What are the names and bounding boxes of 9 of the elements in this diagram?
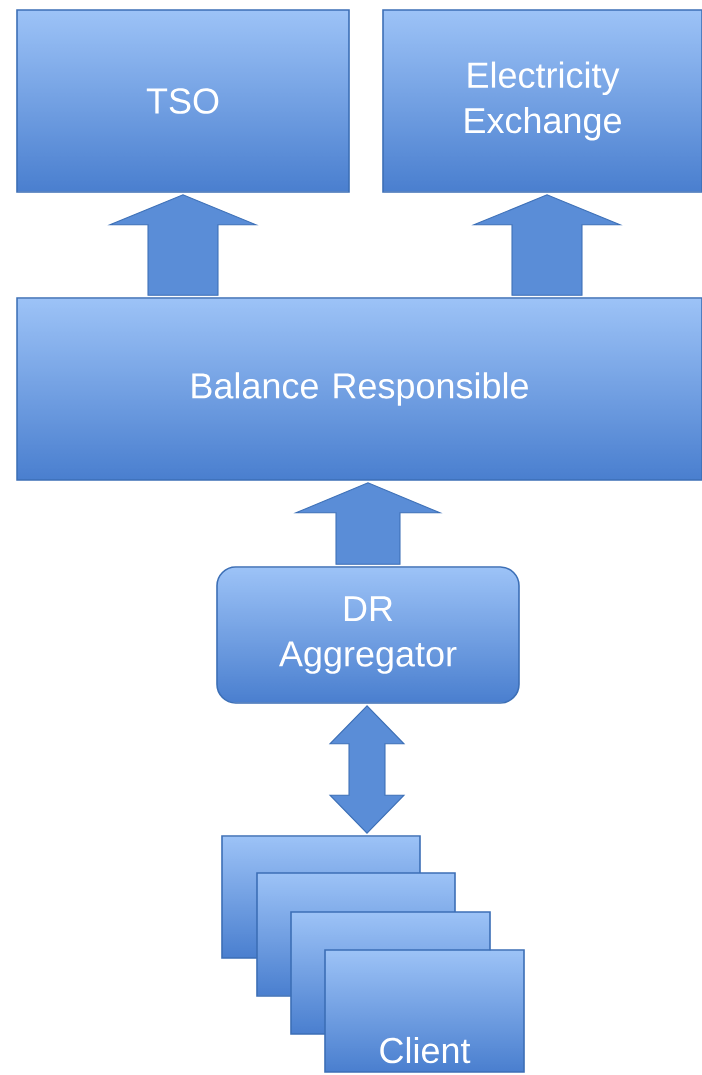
block-arrow <box>471 194 623 296</box>
block-arrow <box>328 705 406 834</box>
block-arrow <box>107 194 259 296</box>
process-box: TSO <box>16 9 350 193</box>
process-box: Balance Responsible <box>16 297 702 481</box>
client-box: Client <box>324 949 525 1073</box>
block-arrow <box>293 482 443 565</box>
rounded-box: DR Aggregator <box>216 566 520 704</box>
process-box: Electricity Exchange <box>382 9 702 193</box>
